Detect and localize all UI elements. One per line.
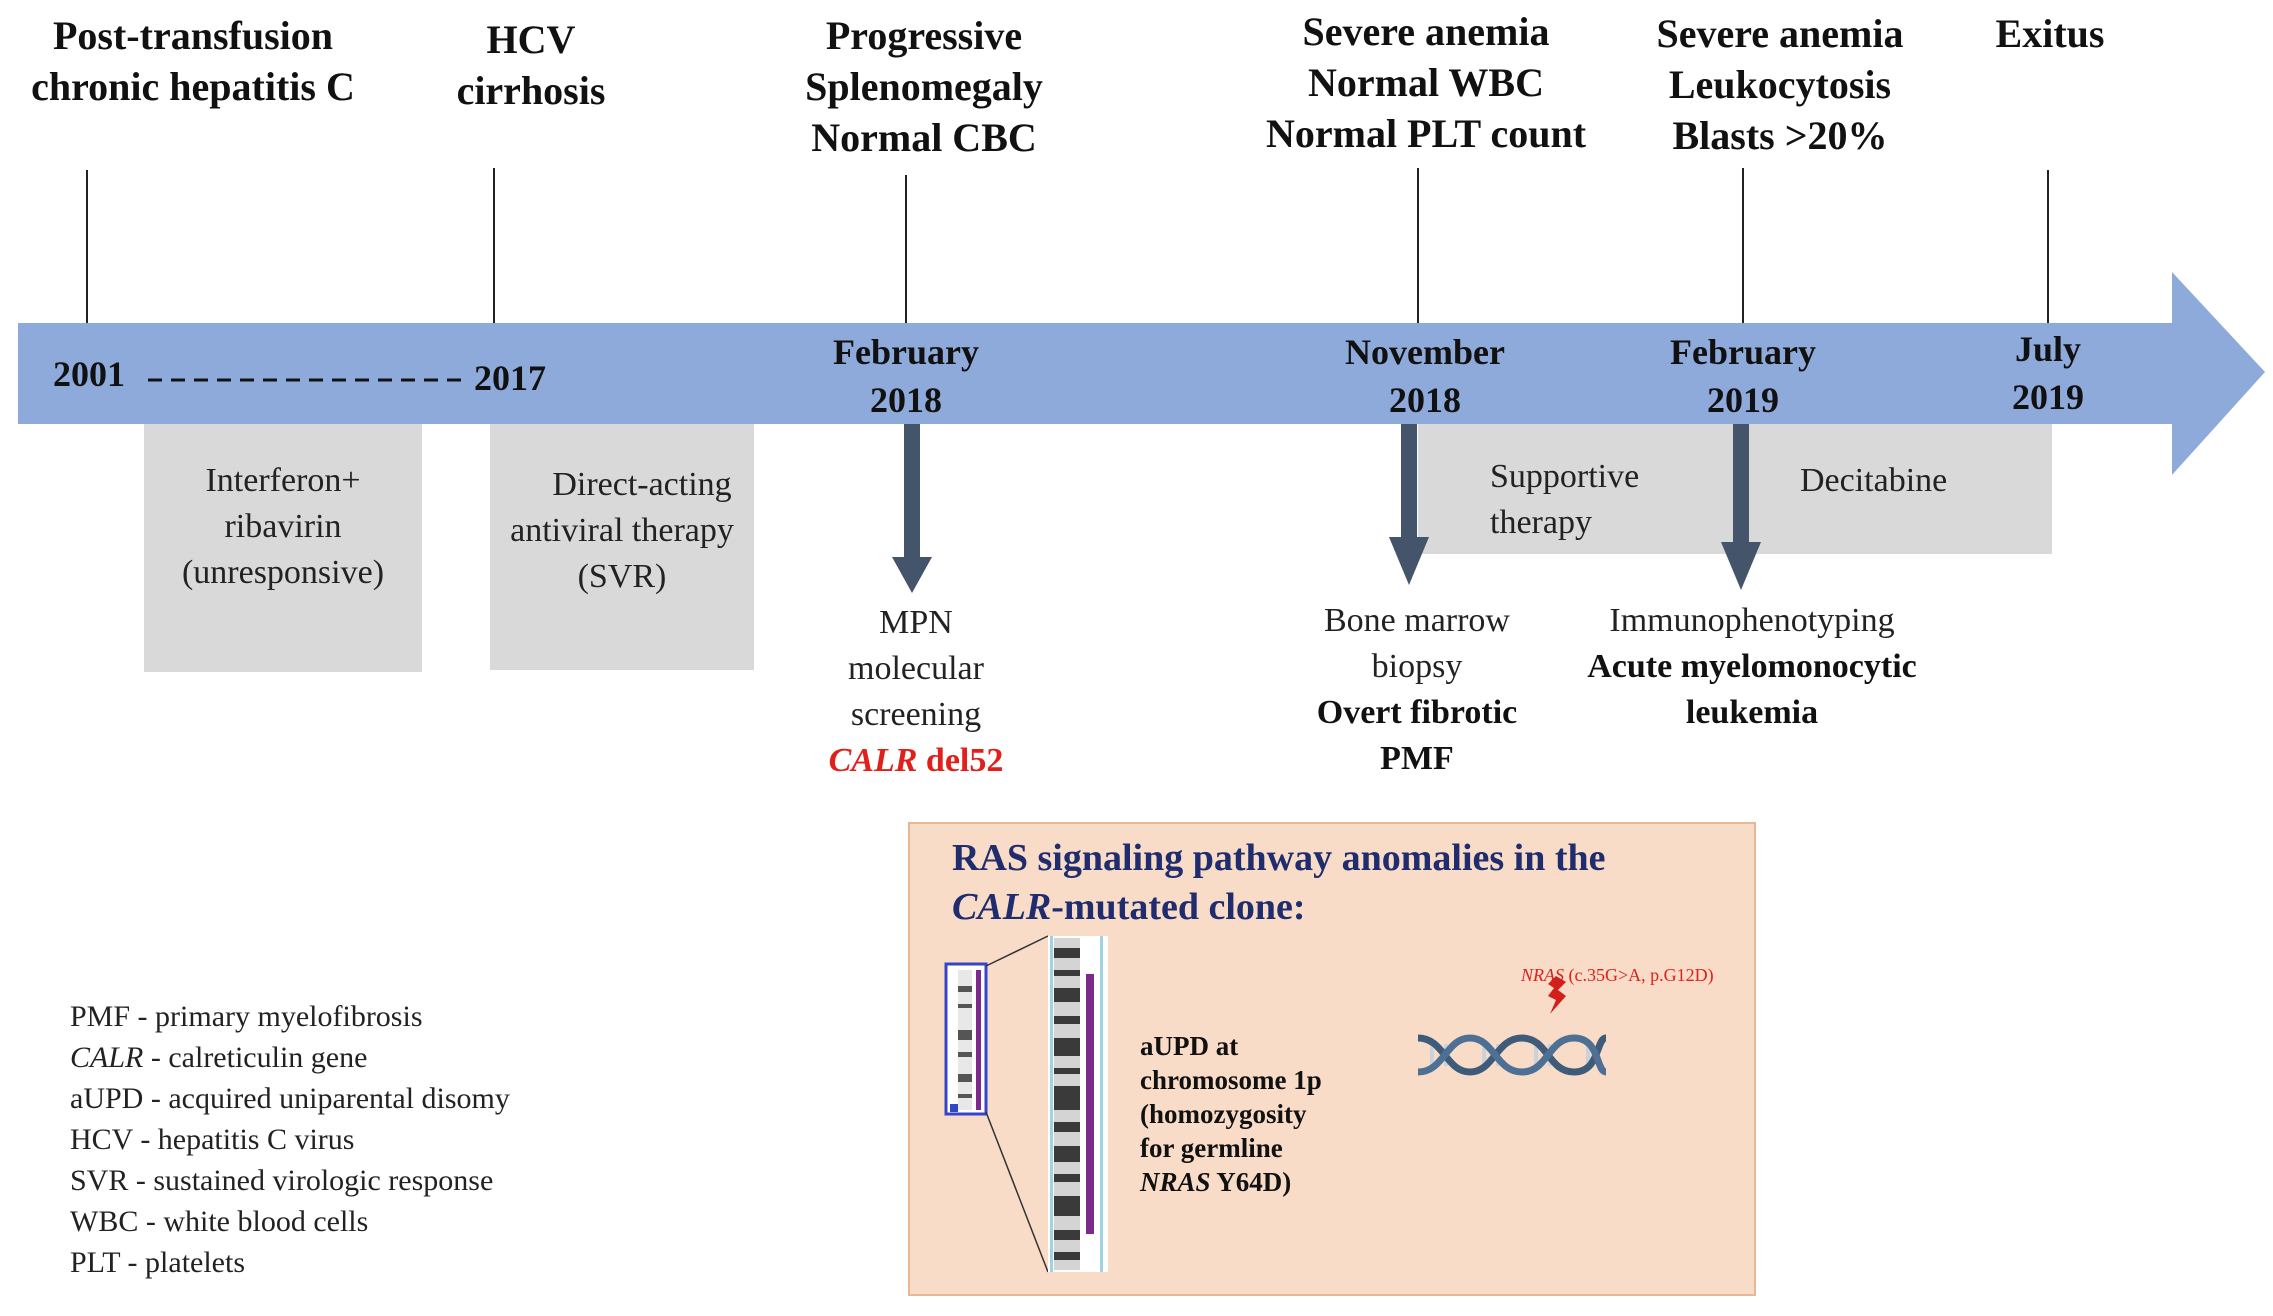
event-exitus: Exitus <box>1995 11 2105 56</box>
date-2017: 2017 <box>474 358 546 398</box>
abbreviation-legend: PMF - primary myelofibrosis CALR - calre… <box>70 996 510 1283</box>
dna-helix-icon <box>1417 976 1608 1076</box>
date-2001: 2001 <box>53 354 125 394</box>
legend-item: WBC - white blood cells <box>70 1205 369 1238</box>
legend-item: PMF - primary myelofibrosis <box>70 1000 423 1033</box>
legend-item: aUPD - acquired uniparental disomy <box>70 1082 510 1115</box>
ras-box-title: RAS signaling pathway anomalies in the C… <box>952 837 1606 928</box>
ras-pathway-box: RAS signaling pathway anomalies in the C… <box>908 822 1756 1296</box>
therapy-box-interferon: Interferon+ribavirin(unresponsive) <box>144 424 422 672</box>
event-immunophenotyping: Immunophenotyping Acute myelomonocytic l… <box>1587 602 1917 731</box>
event-bone-marrow-biopsy: Bone marrow biopsy Overt fibrotic PMF <box>1316 602 1518 777</box>
legend-item: SVR - sustained virologic response <box>70 1164 494 1197</box>
aupd-description: aUPD at chromosome 1p (homozygosity for … <box>1140 1031 1322 1197</box>
legend-item: PLT - platelets <box>70 1246 245 1279</box>
chromosome-1p-ideogram <box>944 935 1108 1273</box>
legend-item: HCV - hepatitis C virus <box>70 1123 355 1156</box>
legend-item: CALR - calreticulin gene <box>70 1041 368 1074</box>
event-mpn-screening: MPN molecular screening CALR del52 <box>828 604 1004 779</box>
